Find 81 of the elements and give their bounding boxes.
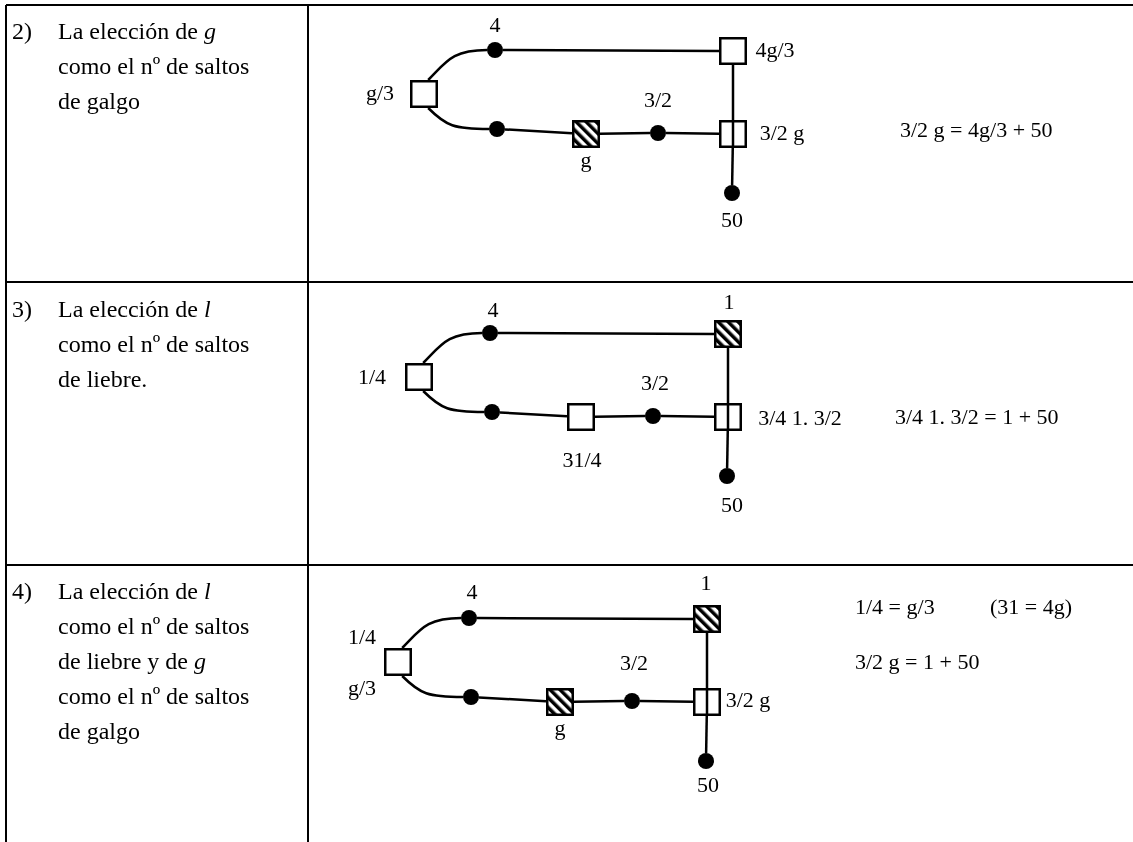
value-label: 1/4 xyxy=(347,625,377,649)
row-number: 4) xyxy=(12,577,32,606)
connector-line xyxy=(661,414,714,419)
equation: (31 = 4g) xyxy=(990,595,1073,619)
connector-line xyxy=(666,131,719,136)
connector-line xyxy=(573,699,624,704)
connector-line xyxy=(401,616,462,649)
value-label: 4 xyxy=(466,580,478,604)
connector-line xyxy=(704,715,708,753)
dot-node xyxy=(719,468,735,484)
value-label: 3/2 xyxy=(619,651,649,675)
dot-node xyxy=(463,689,479,705)
dot-node xyxy=(624,693,640,709)
equation: 3/4 1. 3/2 = 1 + 50 xyxy=(895,405,1059,429)
dot-node xyxy=(482,325,498,341)
connector-line xyxy=(640,699,693,704)
connector-line xyxy=(726,348,730,403)
connector-line xyxy=(477,616,693,621)
dot-node xyxy=(484,404,500,420)
value-label: g/3 xyxy=(347,676,377,700)
connector-line xyxy=(730,147,734,185)
dot-node xyxy=(489,121,505,137)
dot-node xyxy=(724,185,740,201)
value-label: 4 xyxy=(489,13,501,37)
connector-line xyxy=(705,633,709,688)
dot-node xyxy=(461,610,477,626)
hatched-square-node xyxy=(693,605,721,633)
square-node xyxy=(410,80,438,108)
value-label: 50 xyxy=(697,773,719,797)
square-node xyxy=(719,120,747,148)
value-label: 50 xyxy=(721,493,743,517)
value-label: 31/4 xyxy=(562,448,602,472)
square-node xyxy=(384,648,412,676)
connector-line xyxy=(401,675,463,699)
row-number: 3) xyxy=(12,295,32,324)
connector-line xyxy=(498,331,714,336)
description-text: La elección de l como el nº de saltos de liebre y de g como el nº de saltos de galgo xyxy=(58,577,250,746)
value-label: g xyxy=(580,148,592,172)
dot-node xyxy=(650,125,666,141)
equation: 1/4 = g/3 xyxy=(855,595,935,619)
connector-line xyxy=(599,131,650,136)
equation: 3/2 g = 4g/3 + 50 xyxy=(900,118,1053,142)
connector-line xyxy=(478,696,547,703)
value-label: 4 xyxy=(487,298,499,322)
dot-node xyxy=(645,408,661,424)
equation: 3/2 g = 1 + 50 xyxy=(855,650,980,674)
value-label: 3/2 xyxy=(643,88,673,112)
value-label: 1 xyxy=(700,571,712,595)
value-label: 3/4 1. 3/2 xyxy=(758,406,842,430)
connector-line xyxy=(725,430,729,468)
connector-line xyxy=(499,411,568,418)
connector-line xyxy=(422,390,484,414)
dot-node xyxy=(487,42,503,58)
hatched-square-node xyxy=(546,688,574,716)
row-number: 2) xyxy=(12,17,32,46)
connector-line xyxy=(422,331,483,364)
value-label: 3/2 g xyxy=(759,121,805,145)
value-label: 1 xyxy=(723,290,735,314)
description-text: La elección de g como el nº de saltos de galgo xyxy=(58,17,250,116)
connector-line xyxy=(731,65,735,120)
square-node xyxy=(714,403,742,431)
description-text: La elección de l como el nº de saltos de liebre. xyxy=(58,295,250,394)
value-label: 50 xyxy=(721,208,743,232)
square-node xyxy=(405,363,433,391)
value-label: g xyxy=(554,716,566,740)
dot-node xyxy=(698,753,714,769)
value-label: 3/2 xyxy=(640,371,670,395)
hatched-square-node xyxy=(572,120,600,148)
connector-line xyxy=(427,107,489,131)
square-node xyxy=(567,403,595,431)
value-label: g/3 xyxy=(365,81,395,105)
value-label: 1/4 xyxy=(357,365,387,389)
square-node xyxy=(719,37,747,65)
connector-line xyxy=(427,48,488,81)
connector-line xyxy=(504,128,573,135)
connector-line xyxy=(594,414,645,419)
connector-line xyxy=(503,48,719,53)
square-node xyxy=(693,688,721,716)
value-label: 4g/3 xyxy=(755,38,795,62)
value-label: 3/2 g xyxy=(725,688,771,712)
hatched-square-node xyxy=(714,320,742,348)
